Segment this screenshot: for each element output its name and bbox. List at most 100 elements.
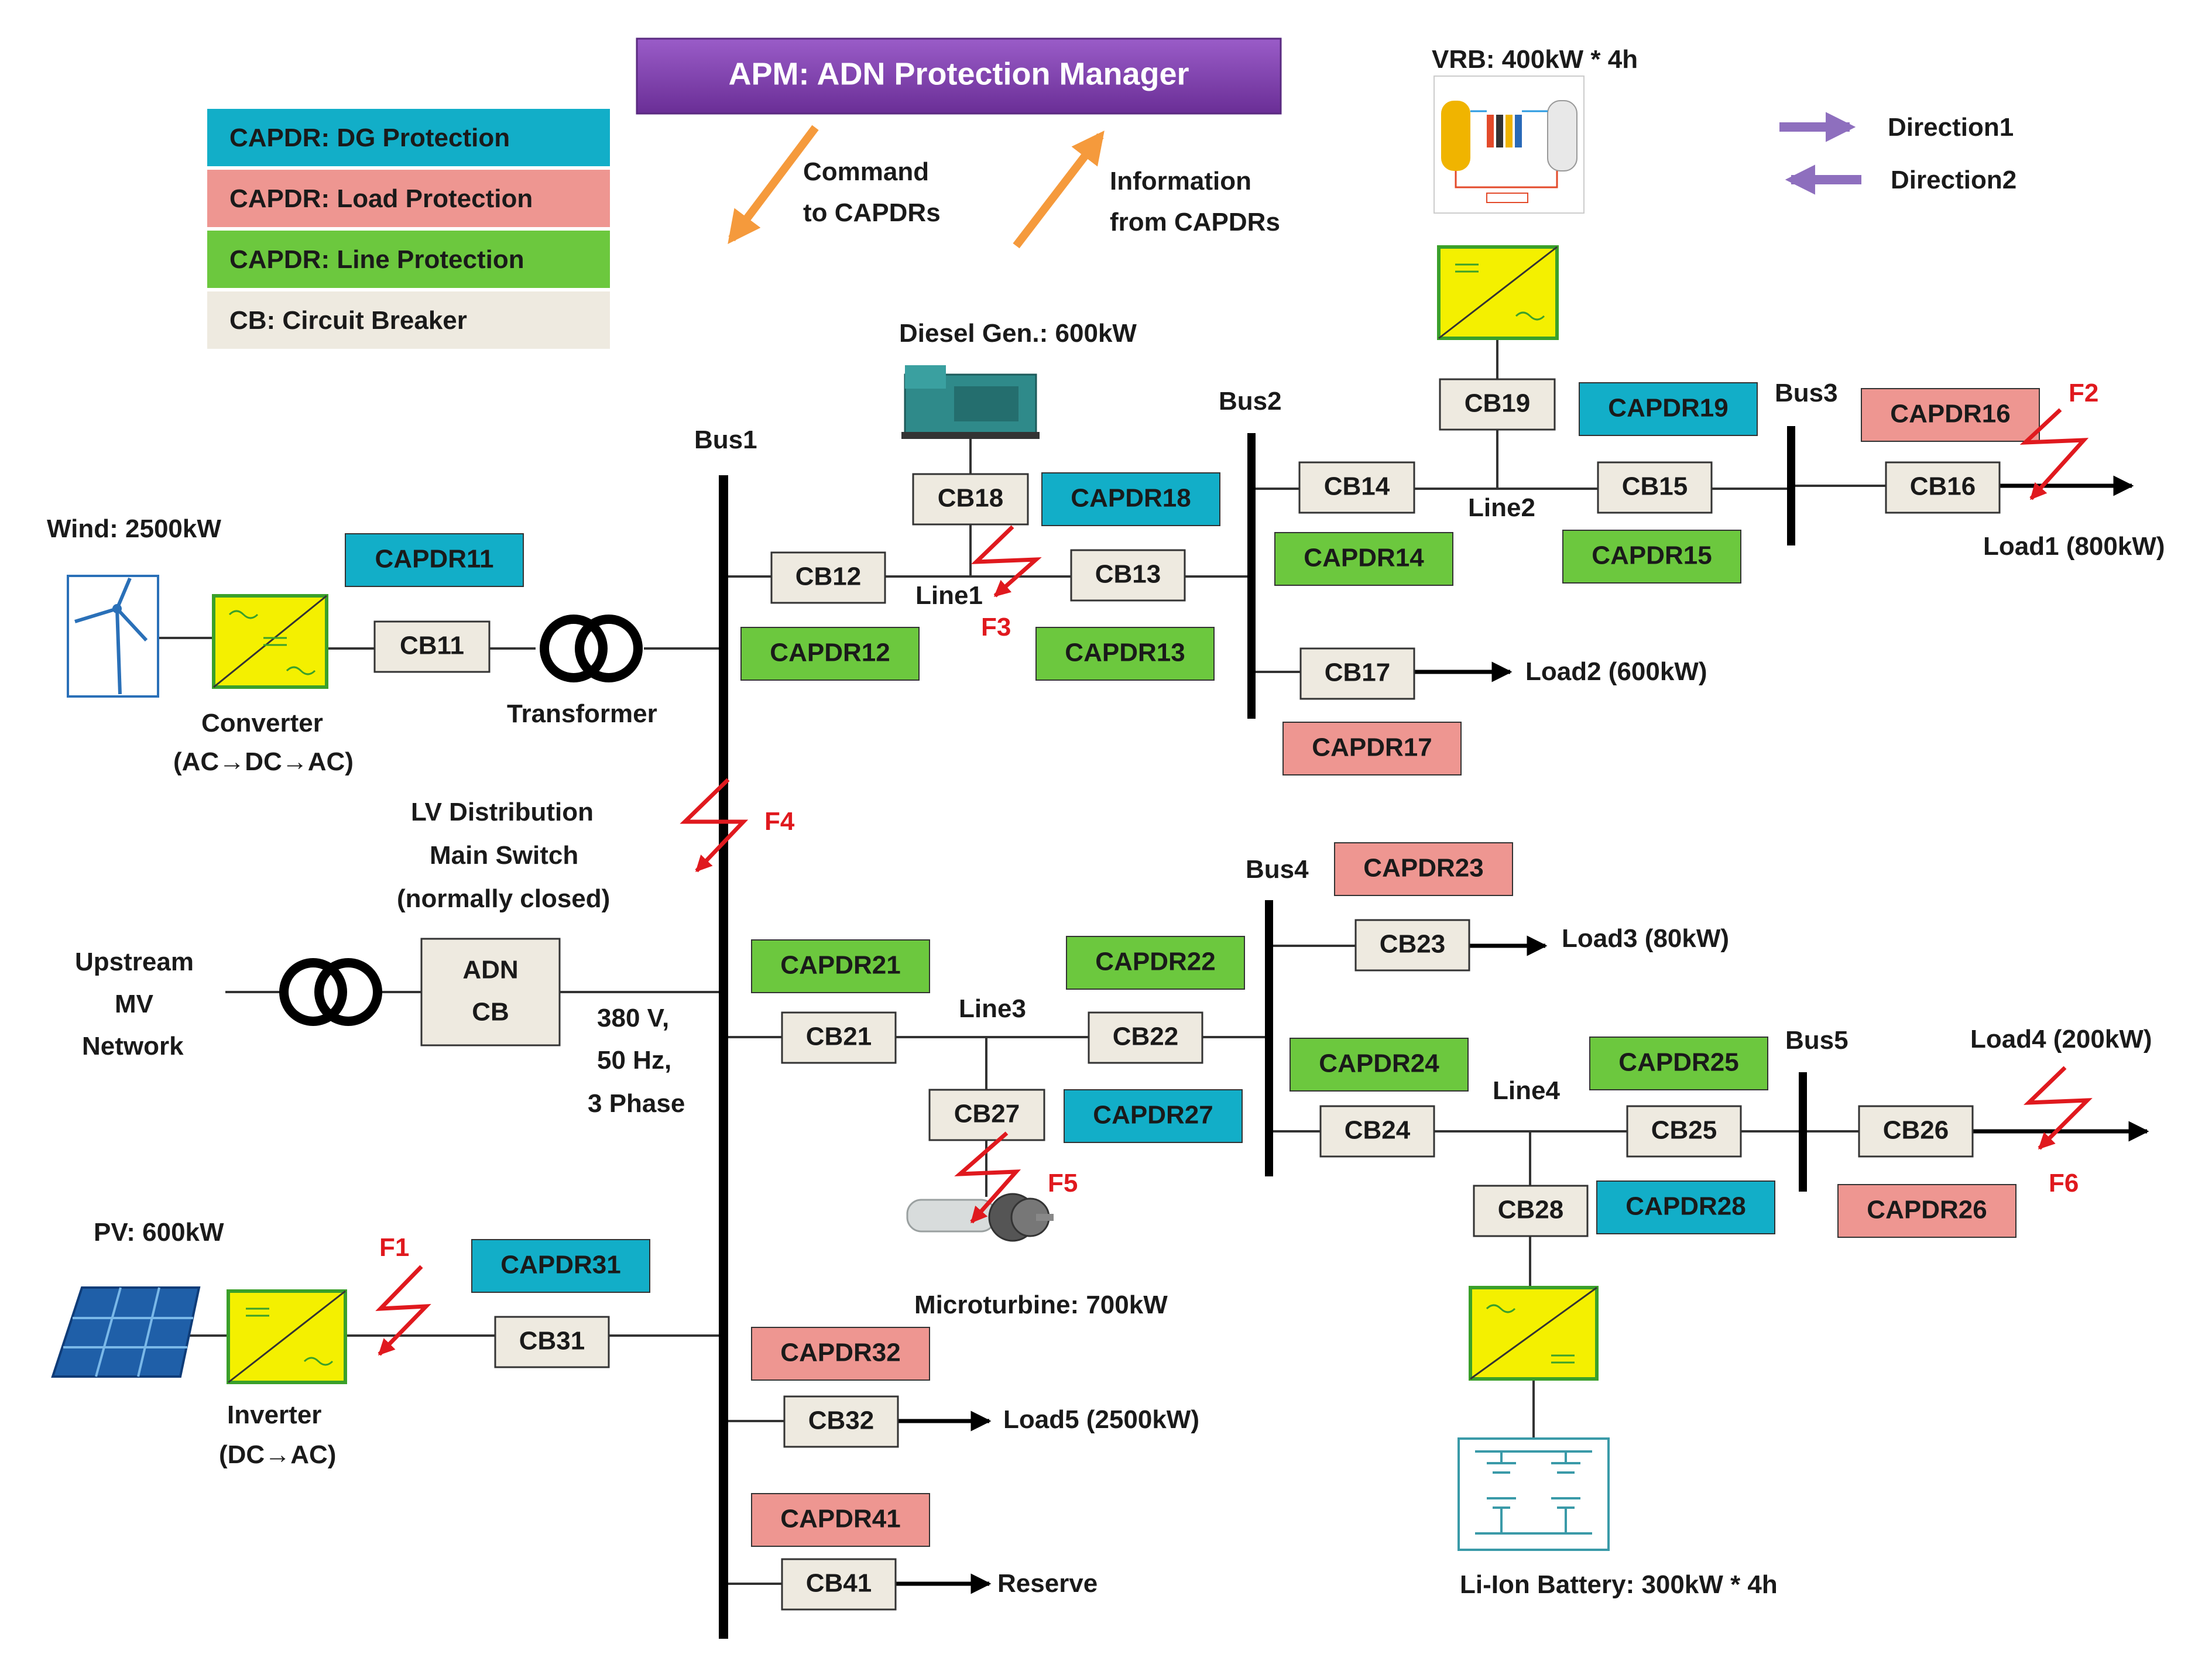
cb15[interactable]: CB15 xyxy=(1597,461,1713,514)
cb24-label: CB24 xyxy=(1345,1116,1411,1145)
vrb-battery-icon xyxy=(1433,76,1585,214)
capdr24[interactable]: CAPDR24 xyxy=(1290,1038,1469,1092)
capdr41-label: CAPDR41 xyxy=(780,1505,900,1533)
info-text-1: Information xyxy=(1110,167,1251,195)
capdr41[interactable]: CAPDR41 xyxy=(751,1493,930,1547)
cb24[interactable]: CB24 xyxy=(1319,1105,1435,1158)
capdr32[interactable]: CAPDR32 xyxy=(751,1327,930,1381)
cb21-label: CB21 xyxy=(806,1022,872,1051)
line2-label: Line2 xyxy=(1468,493,1535,522)
cb26[interactable]: CB26 xyxy=(1858,1105,1974,1158)
adn-cb-label-1: ADN xyxy=(462,956,518,984)
microturbine-label: Microturbine: 700kW xyxy=(914,1291,1168,1319)
cb17[interactable]: CB17 xyxy=(1299,647,1415,700)
command-text-1: Command xyxy=(803,157,929,186)
upstream-transformer-icon xyxy=(279,958,382,1026)
line3-label: Line3 xyxy=(959,994,1026,1023)
cb27[interactable]: CB27 xyxy=(928,1089,1045,1141)
line4-label: Line4 xyxy=(1493,1076,1560,1105)
load2-label: Load2 (600kW) xyxy=(1525,657,1707,686)
converter-label-2: (AC→DC→AC) xyxy=(173,747,354,776)
cb26-label: CB26 xyxy=(1883,1116,1949,1145)
capdr26[interactable]: CAPDR26 xyxy=(1837,1184,2016,1238)
capdr15-label: CAPDR15 xyxy=(1592,541,1712,570)
pv-label: PV: 600kW xyxy=(94,1218,224,1247)
legend-load-label: CAPDR: Load Protection xyxy=(229,184,533,213)
diesel-label: Diesel Gen.: 600kW xyxy=(899,319,1137,348)
battery-converter-icon xyxy=(1469,1286,1599,1381)
load4-label: Load4 (200kW) xyxy=(1970,1025,2152,1053)
cb12[interactable]: CB12 xyxy=(770,551,886,604)
cb18[interactable]: CB18 xyxy=(912,473,1029,526)
voltage-label-2: 50 Hz, xyxy=(597,1046,671,1075)
cb41[interactable]: CB41 xyxy=(781,1558,897,1611)
fault-f4-icon xyxy=(680,778,749,873)
capdr11[interactable]: CAPDR11 xyxy=(345,533,524,587)
cb16-label: CB16 xyxy=(1910,472,1976,501)
fault-f2-icon xyxy=(2019,408,2089,500)
capdr16[interactable]: CAPDR16 xyxy=(1861,388,2040,442)
cb28[interactable]: CB28 xyxy=(1473,1185,1589,1237)
capdr14[interactable]: CAPDR14 xyxy=(1274,532,1453,586)
adn-cb[interactable]: ADN CB xyxy=(420,938,561,1046)
capdr12[interactable]: CAPDR12 xyxy=(740,627,920,681)
microturbine-icon xyxy=(906,1193,1054,1242)
capdr18-label: CAPDR18 xyxy=(1071,484,1191,513)
capdr31[interactable]: CAPDR31 xyxy=(471,1239,650,1293)
capdr21[interactable]: CAPDR21 xyxy=(751,939,930,993)
capdr16-label: CAPDR16 xyxy=(1890,400,2010,428)
capdr23[interactable]: CAPDR23 xyxy=(1334,842,1513,896)
cb25[interactable]: CB25 xyxy=(1626,1105,1742,1158)
cb14[interactable]: CB14 xyxy=(1298,461,1415,514)
capdr28[interactable]: CAPDR28 xyxy=(1596,1180,1775,1234)
load5-label: Load5 (2500kW) xyxy=(1003,1405,1199,1434)
capdr27[interactable]: CAPDR27 xyxy=(1064,1089,1243,1143)
capdr21-label: CAPDR21 xyxy=(780,951,900,980)
command-arrow: Command to CAPDRs xyxy=(728,125,941,244)
cb11[interactable]: CB11 xyxy=(373,620,491,673)
capdr18[interactable]: CAPDR18 xyxy=(1041,472,1220,526)
legend-dg-swatch xyxy=(207,109,610,166)
bus2-label: Bus2 xyxy=(1219,387,1282,416)
cb22[interactable]: CB22 xyxy=(1088,1011,1203,1064)
capdr25[interactable]: CAPDR25 xyxy=(1589,1037,1768,1090)
command-text-2: to CAPDRs xyxy=(803,198,941,227)
load3-label: Load3 (80kW) xyxy=(1562,924,1729,953)
info-text-2: from CAPDRs xyxy=(1110,208,1280,236)
capdr32-label: CAPDR32 xyxy=(780,1339,900,1367)
upstream-label-2: MV xyxy=(115,990,154,1018)
cb32-label: CB32 xyxy=(808,1406,874,1435)
legend-dg-label: CAPDR: DG Protection xyxy=(229,123,510,152)
adn-cb-label-2: CB xyxy=(472,998,509,1027)
capdr22-label: CAPDR22 xyxy=(1095,948,1215,976)
legend: CAPDR: DG Protection CAPDR: Load Protect… xyxy=(207,109,610,349)
wind-turbine-icon xyxy=(67,575,159,698)
apm-title: APM: ADN Protection Manager xyxy=(636,37,1282,115)
lv-label-2: Main Switch xyxy=(430,841,578,870)
capdr22[interactable]: CAPDR22 xyxy=(1066,936,1245,990)
voltage-label-3: 3 Phase xyxy=(588,1089,685,1118)
cb13[interactable]: CB13 xyxy=(1070,549,1186,602)
cb22-label: CB22 xyxy=(1113,1022,1179,1051)
cb31[interactable]: CB31 xyxy=(494,1316,610,1368)
cb18-label: CB18 xyxy=(938,484,1004,513)
capdr26-label: CAPDR26 xyxy=(1867,1196,1987,1224)
lv-label-3: (normally closed) xyxy=(397,884,610,913)
capdr17-label: CAPDR17 xyxy=(1312,733,1432,762)
capdr15[interactable]: CAPDR15 xyxy=(1562,530,1741,584)
capdr13[interactable]: CAPDR13 xyxy=(1035,627,1215,681)
cb12-label: CB12 xyxy=(795,562,862,591)
cb19[interactable]: CB19 xyxy=(1439,378,1556,431)
fault-f6-icon xyxy=(2023,1066,2093,1150)
capdr17[interactable]: CAPDR17 xyxy=(1282,722,1462,775)
information-arrow: Information from CAPDRs xyxy=(1013,131,1280,249)
bus4-label: Bus4 xyxy=(1246,855,1309,884)
line1-label: Line1 xyxy=(915,581,983,610)
cb16[interactable]: CB16 xyxy=(1885,461,2001,514)
vrb-label: VRB: 400kW * 4h xyxy=(1432,45,1638,74)
bus5-label: Bus5 xyxy=(1785,1026,1849,1055)
capdr19[interactable]: CAPDR19 xyxy=(1579,382,1758,436)
cb23[interactable]: CB23 xyxy=(1354,919,1470,972)
cb32[interactable]: CB32 xyxy=(783,1395,899,1448)
cb21[interactable]: CB21 xyxy=(781,1011,897,1064)
